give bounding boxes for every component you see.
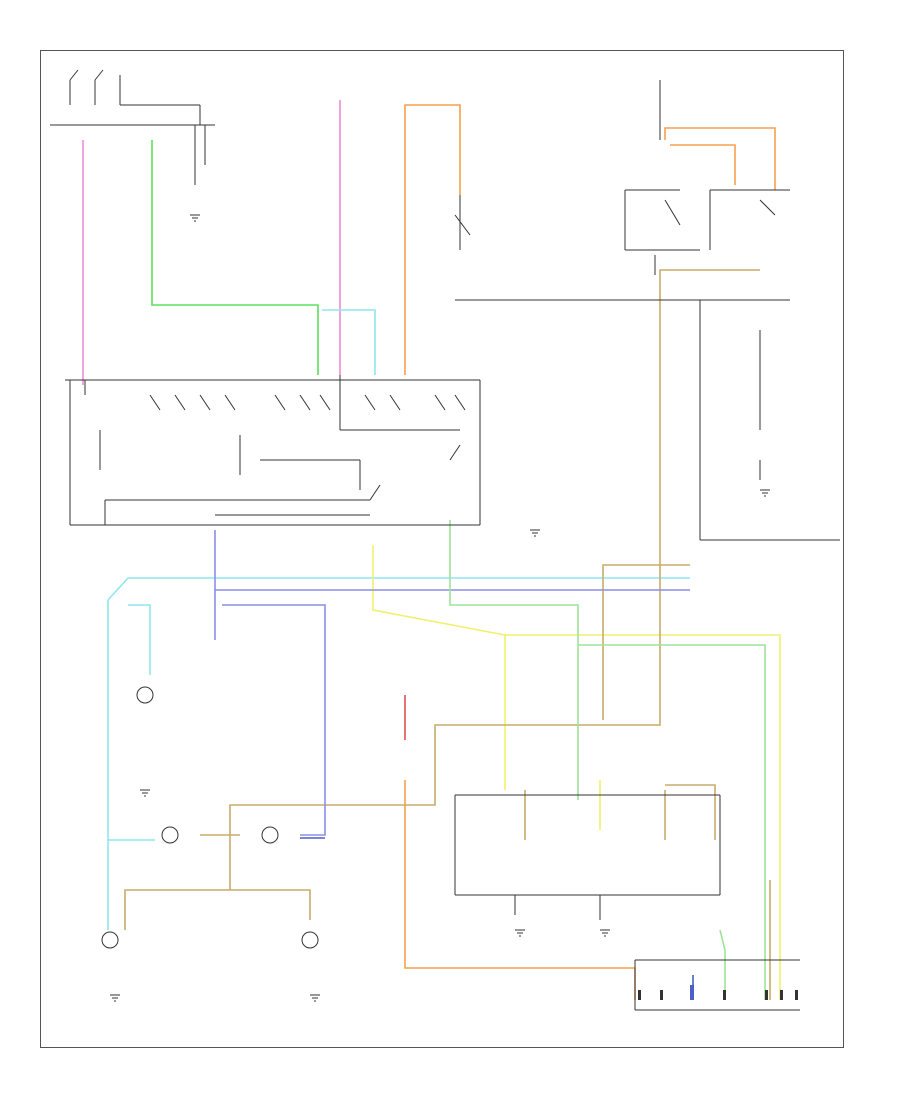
wire-tan-left — [229, 269, 760, 820]
ground-symbol-icon — [110, 214, 770, 1002]
switch-assembly — [65, 375, 481, 526]
wire-orange-mid — [670, 144, 736, 185]
wire-green-top — [151, 140, 319, 375]
wire-tan-upper — [602, 564, 690, 720]
wire-set — [82, 100, 781, 1000]
wire-orange-right — [664, 127, 776, 190]
connector-pin-icon — [638, 985, 798, 1000]
fuse-panel-top-left — [50, 69, 215, 185]
wire-lightgreen-right — [578, 644, 766, 1000]
wire-violet-main — [214, 530, 690, 591]
wire-lightgreen-bottom — [719, 929, 726, 1000]
wire-tan-fork2 — [230, 889, 311, 920]
wire-lightgreen-main — [449, 520, 579, 800]
wire-cyan-down — [107, 600, 155, 841]
wire-cyan-upper — [322, 309, 376, 375]
wire-yellow-main — [372, 545, 506, 790]
wire-tan-fork — [124, 820, 231, 930]
diagram-frame — [40, 50, 844, 1048]
lamp-bulb-icon — [101, 686, 319, 949]
relay-top-right — [454, 80, 840, 541]
lower-relay-group — [454, 794, 800, 1011]
wire-cyan-branch — [128, 604, 151, 675]
wire-orange-top — [404, 104, 461, 375]
wire-cyan-main — [107, 577, 690, 601]
wire-yellow-right — [505, 634, 781, 1000]
wire-tan-r2 — [665, 784, 716, 840]
wire-violet-lamp — [222, 604, 326, 836]
